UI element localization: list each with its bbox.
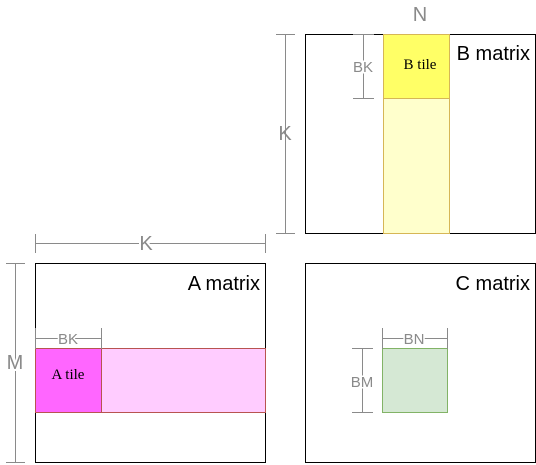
- b-tile-label: B tile: [404, 57, 437, 73]
- a-tile-strip: [101, 348, 266, 413]
- a-matrix-title: A matrix: [188, 273, 260, 295]
- a-tile-label: A tile: [52, 367, 85, 383]
- b-matrix-k-dimension: K: [276, 34, 295, 234]
- a-matrix-m-label: M: [7, 352, 24, 374]
- a-tile: [35, 348, 102, 413]
- b-matrix-group: B tile B matrix N K BK: [276, 4, 536, 234]
- b-tile-bk-dimension: BK: [351, 34, 375, 99]
- b-matrix-k-label: K: [278, 123, 292, 145]
- c-matrix-group: C matrix BN BM: [305, 263, 536, 463]
- c-tile-bn-dimension: BN: [382, 328, 448, 350]
- a-matrix-group: A tile A matrix K M BK: [5, 231, 266, 463]
- b-tile: [383, 34, 450, 99]
- c-matrix-title: C matrix: [456, 273, 530, 295]
- b-matrix-n-label: N: [413, 4, 427, 26]
- a-matrix-k-dimension: K: [35, 231, 266, 257]
- b-tile-strip: [383, 98, 450, 234]
- c-tile-bm-label: BM: [351, 374, 374, 391]
- b-tile-bk-label: BK: [353, 59, 373, 76]
- c-tile-bn-label: BN: [404, 331, 425, 348]
- c-tile-bm-dimension: BM: [349, 348, 375, 413]
- a-tile-bk-dimension: BK: [35, 328, 102, 350]
- c-tile: [382, 348, 448, 413]
- a-tile-bk-label: BK: [58, 331, 78, 348]
- b-matrix-title: B matrix: [457, 43, 530, 65]
- a-matrix-m-dimension: M: [5, 263, 25, 463]
- a-matrix-k-label: K: [139, 233, 153, 255]
